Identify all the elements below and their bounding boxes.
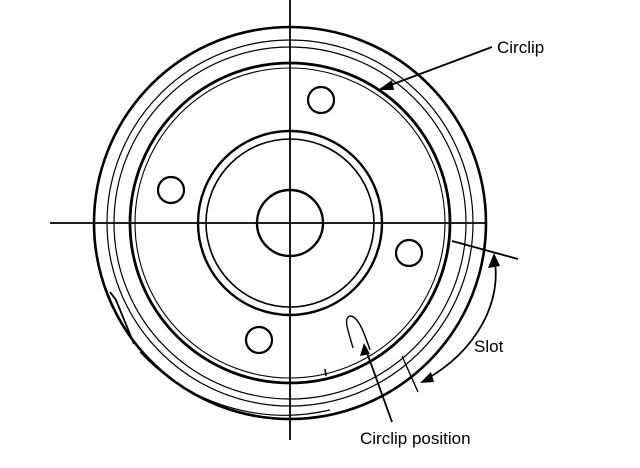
circlip-leader xyxy=(387,46,493,87)
centerlines xyxy=(50,0,485,440)
label-circlip: Circlip xyxy=(497,38,544,57)
circlip-arrowhead xyxy=(378,80,394,90)
label-circlip-position: Circlip position xyxy=(360,429,471,448)
slot-leader-line xyxy=(451,240,519,260)
rim-lip-arc xyxy=(139,351,331,416)
bolt-hole-bottom xyxy=(244,325,274,355)
bolt-hole-right xyxy=(394,238,424,268)
slot-edge-left xyxy=(324,368,327,377)
bolt-hole-left xyxy=(156,175,186,205)
circlip-position-arrowhead xyxy=(360,343,370,356)
circlip-position-leader-1 xyxy=(365,349,393,423)
circlip-position-leader-2 xyxy=(401,355,419,393)
bolt-hole-top xyxy=(306,85,336,115)
slot-detail xyxy=(324,315,371,377)
bolt-holes xyxy=(156,85,424,355)
slot-arrowhead-bottom xyxy=(420,372,434,383)
slot-curved-arrow xyxy=(424,255,497,381)
rim-lip-detail xyxy=(109,291,135,345)
circlip-gap-sketch xyxy=(345,315,371,351)
label-slot: Slot xyxy=(474,337,504,356)
slot-arrowhead-top xyxy=(488,253,500,268)
